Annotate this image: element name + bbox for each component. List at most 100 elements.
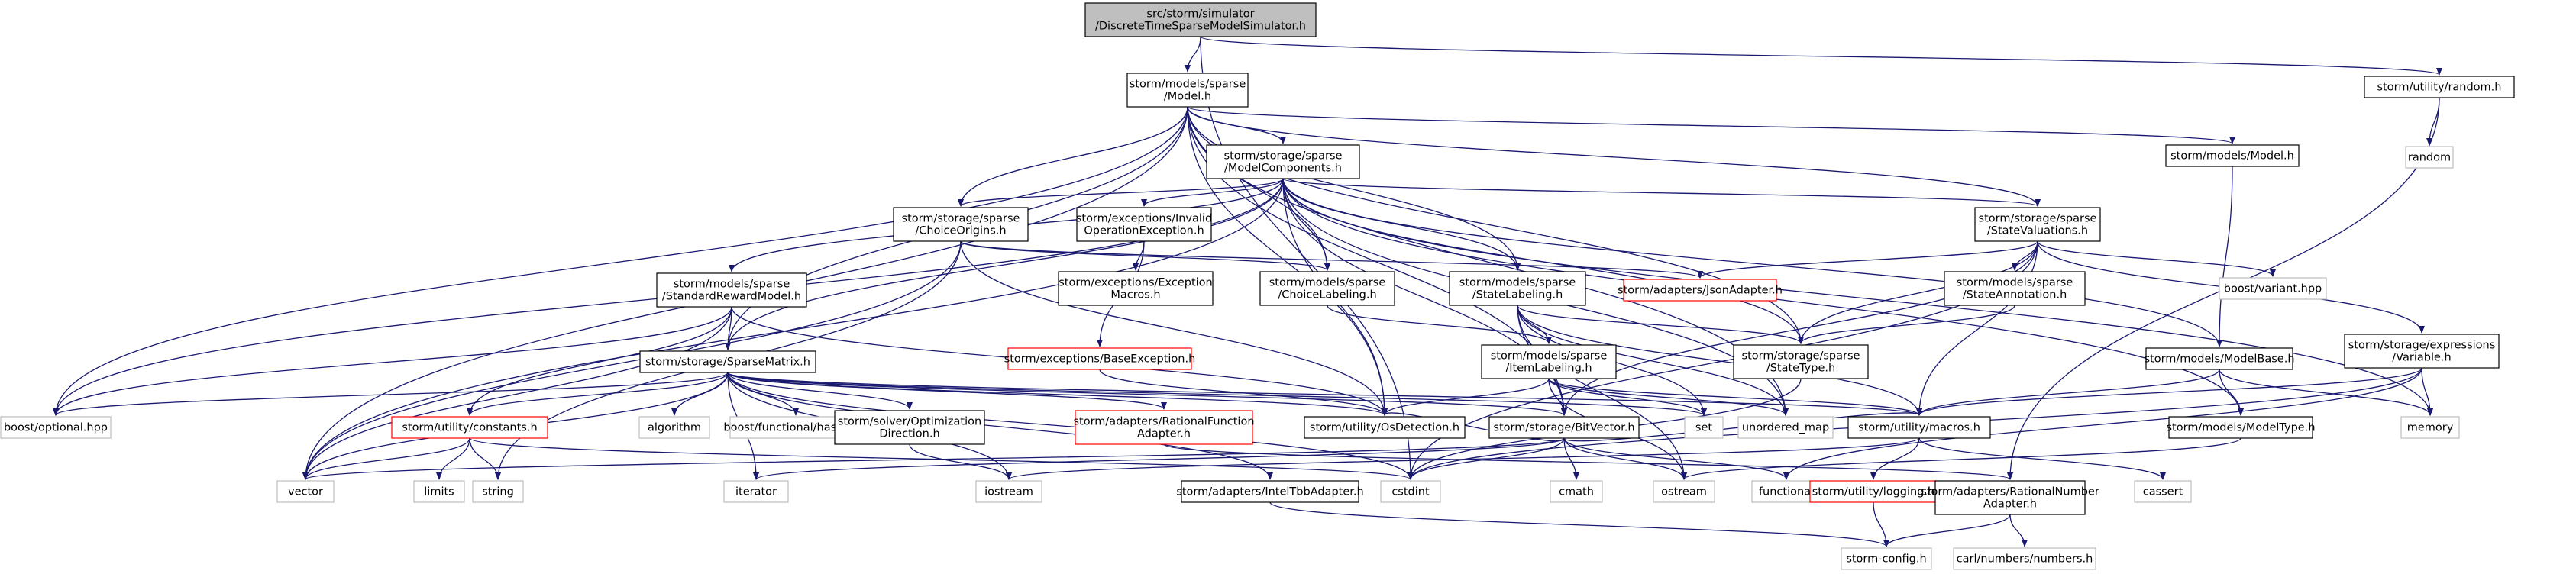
file-node-label: storm/adapters/RationalNumber: [1921, 486, 2099, 498]
file-node-box: [1126, 73, 1249, 108]
file-node-label: storm/storage/SparseMatrix.h: [645, 356, 810, 369]
file-node-sparsematrix[interactable]: storm/storage/SparseMatrix.h: [639, 350, 816, 373]
include-edge-models_model-to-modelbase: [2216, 166, 2233, 347]
file-node-standardreward[interactable]: storm/models/sparse/StandardRewardModel.…: [656, 272, 807, 308]
file-node-random_h[interactable]: storm/utility/random.h: [2364, 76, 2515, 98]
include-edge-sparsematrix-to-optdirection: [727, 372, 913, 410]
file-node-model[interactable]: storm/models/sparse/Model.h: [1126, 73, 1249, 108]
file-node-bitvector[interactable]: storm/storage/BitVector.h: [1488, 416, 1640, 439]
file-node-itemlabeling[interactable]: storm/models/sparse/ItemLabeling.h: [1481, 344, 1617, 379]
include-edge-choicelabeling-to-itemlabeling: [1327, 305, 1552, 344]
file-node-label: memory: [2407, 422, 2454, 434]
file-node-box: [1181, 480, 1359, 503]
file-node-box: [638, 416, 710, 439]
file-node-statetype[interactable]: storm/storage/sparse/StateType.h: [1733, 344, 1869, 379]
file-node-statevaluations[interactable]: storm/storage/sparse/StateValuations.h: [1974, 207, 2101, 242]
file-node-box: [723, 480, 789, 503]
file-node-cassert: cassert: [2134, 480, 2192, 503]
file-node-set: set: [1684, 416, 1724, 439]
file-node-modelbase[interactable]: storm/models/ModelBase.h: [2144, 347, 2295, 370]
file-node-box: [2168, 416, 2313, 439]
file-node-string: string: [472, 480, 524, 503]
include-edge-model-to-choicelabeling: [1187, 106, 1330, 271]
file-node-macros[interactable]: storm/utility/macros.h: [1847, 416, 1991, 439]
file-node-invalidop[interactable]: storm/exceptions/InvalidOperationExcepti…: [1076, 207, 1212, 242]
file-node-label: /StandardRewardModel.h: [662, 291, 801, 303]
file-node-statelabeling[interactable]: storm/models/sparse/StateLabeling.h: [1449, 271, 1586, 306]
include-edge-modelcomponents-to-choicelabeling: [1282, 178, 1330, 271]
file-node-osdetection[interactable]: storm/utility/OsDetection.h: [1304, 416, 1466, 439]
file-node-jsonadapter[interactable]: storm/adapters/JsonAdapter.h: [1618, 279, 1783, 302]
file-node-label: storm/exceptions/BaseException.h: [1004, 353, 1196, 366]
include-edge-model-to-statelabeling: [1187, 106, 1521, 271]
include-edge-constants-to-limits: [436, 437, 470, 480]
file-node-box: [1380, 480, 1441, 503]
file-node-label: functional: [1759, 486, 1814, 498]
file-node-inteltbb[interactable]: storm/adapters/IntelTbbAdapter.h: [1176, 480, 1364, 503]
include-edge-model-to-statevaluations: [1187, 106, 2041, 207]
file-node-label: /StateType.h: [1766, 363, 1835, 375]
file-node-label: ostream: [1661, 486, 1707, 498]
include-edge-model-to-boostoptional: [53, 106, 1188, 416]
file-node-label: /ChoiceOrigins.h: [915, 225, 1006, 237]
file-node-logging[interactable]: storm/utility/logging.h: [1809, 480, 1938, 503]
file-node-box: [1304, 416, 1466, 439]
file-node-label: cstdint: [1391, 486, 1430, 498]
include-edge-logging-to-stormconfig: [1873, 501, 1889, 547]
include-edge-modelcomponents-to-sparsematrix: [725, 178, 1284, 350]
file-node-label: OperationException.h: [1084, 225, 1204, 237]
include-edge-root-to-random_h: [1200, 36, 2442, 76]
file-node-box: [1007, 347, 1192, 370]
file-node-label: storm/utility/logging.h: [1812, 486, 1934, 498]
file-node-box: [1075, 410, 1253, 445]
file-node-modelcomponents[interactable]: storm/storage/sparse/ModelComponents.h: [1206, 144, 1360, 179]
file-node-label: boost/optional.hpp: [4, 422, 108, 434]
file-node-label: iostream: [984, 486, 1033, 498]
file-node-constants[interactable]: storm/utility/constants.h: [391, 416, 548, 439]
file-node-box: [276, 480, 335, 503]
file-node-label: storm/utility/OsDetection.h: [1310, 422, 1459, 434]
include-edge-bitvector-to-vector: [302, 437, 1565, 480]
include-edge-modelbase-to-macros: [1916, 369, 2220, 416]
include-edge-inteltbb-to-stormconfig: [1269, 501, 1889, 547]
file-node-box: [2364, 76, 2515, 98]
file-node-label: Direction.h: [879, 428, 939, 440]
file-node-choiceorigins[interactable]: storm/storage/sparse/ChoiceOrigins.h: [893, 207, 1029, 242]
file-node-label: storm/models/sparse: [674, 279, 790, 291]
include-edge-choiceorigins-to-jsonadapter: [960, 240, 1703, 279]
include-nodes: src/storm/simulator/DiscreteTimeSparseMo…: [0, 2, 2515, 570]
include-edge-optdirection-to-iostream: [909, 443, 1012, 480]
file-node-baseexception[interactable]: storm/exceptions/BaseException.h: [1004, 347, 1196, 370]
file-node-label: storm/adapters/RationalFunction: [1073, 416, 1254, 428]
file-node-expvariable[interactable]: storm/storage/expressions/Variable.h: [2344, 334, 2500, 369]
include-edge-bitvector-to-ostream: [1563, 437, 1687, 480]
file-node-models_model[interactable]: storm/models/Model.h: [2165, 144, 2300, 167]
include-edge-statevaluations-to-statetype: [1798, 240, 2038, 344]
file-node-choicelabeling[interactable]: storm/models/sparse/ChoiceLabeling.h: [1259, 271, 1395, 306]
file-node-stateannotation[interactable]: storm/models/sparse/StateAnnotation.h: [1944, 271, 2086, 306]
include-edge-model-to-models_model: [1187, 106, 2235, 144]
include-edge-modeltype-to-ostream: [1681, 437, 2241, 480]
include-edge-ratfunc-to-ratnumber: [1163, 443, 2013, 480]
file-node-box: [1953, 547, 2096, 570]
file-node-ostream: ostream: [1653, 480, 1715, 503]
file-node-label: storm/utility/macros.h: [1858, 422, 1980, 434]
file-node-box: [1058, 271, 1214, 306]
file-node-label: storm/storage/sparse: [1979, 213, 2097, 225]
file-node-box: [1206, 144, 1360, 179]
include-edge-itemlabeling-to-macros: [1548, 378, 1922, 416]
include-edge-sparsematrix-to-boostoptional: [53, 372, 729, 416]
file-node-box: [2344, 334, 2500, 369]
include-edge-modelbase-to-modeltype: [2219, 369, 2244, 416]
include-edge-choiceorigins-to-osdetection: [960, 240, 1388, 416]
file-node-variant: boost/variant.hpp: [2219, 277, 2327, 300]
file-node-label: storm/exceptions/Invalid: [1076, 213, 1212, 225]
include-edge-expvariable-to-functional: [1783, 367, 2422, 480]
file-node-label: unordered_map: [1742, 422, 1829, 434]
file-node-modeltype[interactable]: storm/models/ModelType.h: [2166, 416, 2316, 439]
file-node-vector: vector: [276, 480, 335, 503]
